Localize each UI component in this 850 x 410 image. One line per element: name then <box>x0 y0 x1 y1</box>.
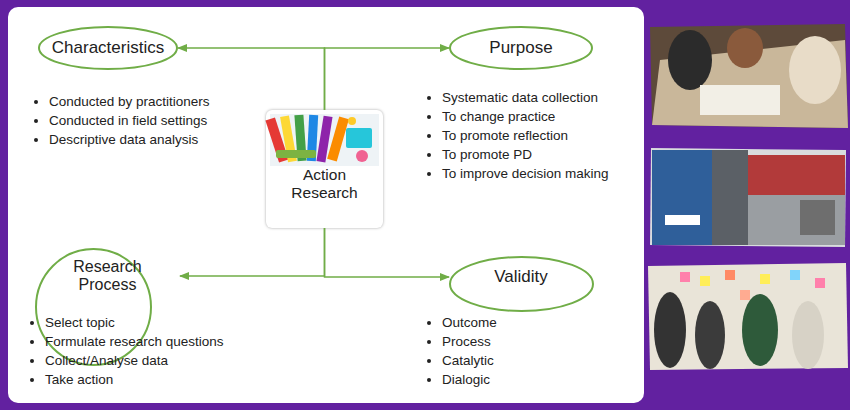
photo-workshop <box>650 24 848 128</box>
node-heading: Research Process <box>58 258 158 295</box>
bullet-item: To improve decision making <box>442 164 609 183</box>
heading-holder: Characteristics <box>38 26 178 70</box>
white-panel <box>8 7 644 403</box>
topic-ellipse: PurposeSystematic data collectionTo chan… <box>449 26 593 70</box>
heading-holder: Action Research <box>266 110 383 228</box>
heading-holder: Purpose <box>449 26 593 70</box>
topic-ellipse: Research ProcessSelect topicFormulate re… <box>35 248 180 304</box>
connector-line <box>325 48 450 110</box>
bullet-item: To change practice <box>442 107 609 126</box>
node-heading: Validity <box>494 267 548 287</box>
bullet-item: Dialogic <box>442 370 497 389</box>
bullet-item: Outcome <box>442 313 497 332</box>
bullet-item: Catalytic <box>442 351 497 370</box>
bullet-item: Descriptive data analysis <box>49 130 210 149</box>
connector-line <box>180 228 325 276</box>
bullet-item: Conducted by practitioners <box>49 92 210 111</box>
topic-ellipse: ValidityOutcomeProcessCatalyticDialogic <box>449 256 593 298</box>
node-heading: Characteristics <box>52 38 164 58</box>
heading-holder: Validity <box>449 256 593 298</box>
photo-sticky-notes <box>648 263 848 370</box>
bullet-item: Select topic <box>45 313 224 332</box>
node-heading: Action Research <box>285 166 365 202</box>
bullet-list: OutcomeProcessCatalyticDialogic <box>428 313 497 389</box>
photo-room <box>650 148 846 247</box>
central-box: Action Research <box>266 110 383 228</box>
connector-line <box>178 48 325 110</box>
heading-holder: Research Process <box>35 248 180 304</box>
topic-ellipse: CharacteristicsConducted by practitioner… <box>38 26 178 70</box>
bullet-item: To promote PD <box>442 145 609 164</box>
node-heading: Purpose <box>489 38 552 58</box>
bullet-item: Process <box>442 332 497 351</box>
bullet-item: Formulate research questions <box>45 332 224 351</box>
bullet-list: Systematic data collectionTo change prac… <box>428 88 609 183</box>
bullet-item: To promote reflection <box>442 126 609 145</box>
bullet-list: Conducted by practitionersConducted in f… <box>35 92 210 149</box>
connector-line <box>325 228 450 277</box>
bullet-item: Collect/Analyse data <box>45 351 224 370</box>
bullet-item: Systematic data collection <box>442 88 609 107</box>
stationery-picture <box>265 110 383 228</box>
bullet-item: Take action <box>45 370 224 389</box>
bullet-list: Select topicFormulate research questions… <box>31 313 224 389</box>
bullet-item: Conducted in field settings <box>49 111 210 130</box>
